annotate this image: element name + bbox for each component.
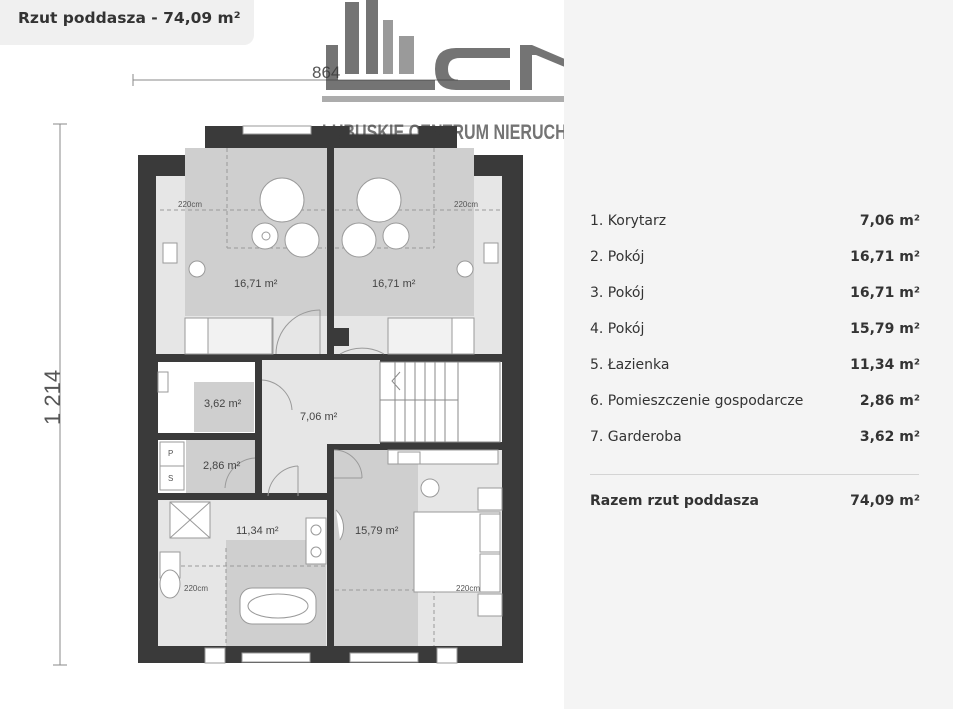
interior-walls: [156, 148, 502, 646]
area-table: 1. Korytarz 7,06 m² 2. Pokój 16,71 m² 3.…: [590, 204, 920, 456]
total-row: Razem rzut poddasza 74,09 m²: [590, 493, 920, 513]
area-row: 7. Garderoba 3,62 m²: [590, 420, 920, 456]
room-area-label: 16,71 m²: [372, 278, 416, 290]
furniture-room-2: [162, 177, 321, 355]
ceiling-height-label: 220cm: [454, 200, 478, 209]
area-row: 6. Pomieszczenie gospodarcze 2,86 m²: [590, 384, 920, 420]
furniture-room-4: [335, 449, 503, 617]
room-area: 2,86 m²: [859, 393, 920, 409]
windows: [204, 125, 458, 664]
total-label: Razem rzut poddasza: [590, 493, 759, 509]
area-row: 1. Korytarz 7,06 m²: [590, 204, 920, 240]
room-area: 16,71 m²: [850, 249, 920, 265]
room-name: 4. Pokój: [590, 321, 645, 337]
furniture-room-3: [339, 177, 499, 355]
room-name: 5. Łazienka: [590, 357, 670, 373]
area-row: 5. Łazienka 11,34 m²: [590, 348, 920, 384]
room-area: 7,06 m²: [859, 213, 920, 229]
room-area-label: 2,86 m²: [203, 460, 241, 472]
area-row: 3. Pokój 16,71 m²: [590, 276, 920, 312]
room-name: 6. Pomieszczenie gospodarcze: [590, 393, 804, 409]
divider: [590, 474, 919, 475]
room-area: 15,79 m²: [850, 321, 920, 337]
corridor-doors: [224, 379, 363, 497]
room-area: 3,62 m²: [859, 429, 920, 445]
room-area-label: 11,34 m²: [236, 525, 279, 537]
total-area: 74,09 m²: [850, 493, 920, 509]
room-area: 16,71 m²: [850, 285, 920, 301]
bathroom-fixtures: [159, 501, 327, 625]
room-name: 1. Korytarz: [590, 213, 667, 229]
room-area: 11,34 m²: [850, 357, 920, 373]
room-name: 7. Garderoba: [590, 429, 682, 445]
area-row: 2. Pokój 16,71 m²: [590, 240, 920, 276]
utility-label-s: S: [168, 474, 173, 483]
utility-label-p: P: [168, 449, 173, 458]
staircase: [379, 361, 501, 443]
area-row: 4. Pokój 15,79 m²: [590, 312, 920, 348]
room-name: 3. Pokój: [590, 285, 645, 301]
ceiling-height-label: 220cm: [456, 584, 480, 593]
room-area-label: 7,06 m²: [300, 411, 338, 423]
room-area-label: 3,62 m²: [204, 398, 242, 410]
ceiling-height-label: 220cm: [178, 200, 202, 209]
height-dimension: 1 214: [40, 370, 65, 425]
closet-shelves: [157, 371, 185, 491]
room-name: 2. Pokój: [590, 249, 645, 265]
room-area-label: 16,71 m²: [234, 278, 278, 290]
room-area-label: 15,79 m²: [355, 525, 399, 537]
page-title: Rzut poddasza - 74,09 m²: [0, 0, 254, 45]
area-panel: [564, 0, 953, 709]
ceiling-height-label: 220cm: [184, 584, 208, 593]
